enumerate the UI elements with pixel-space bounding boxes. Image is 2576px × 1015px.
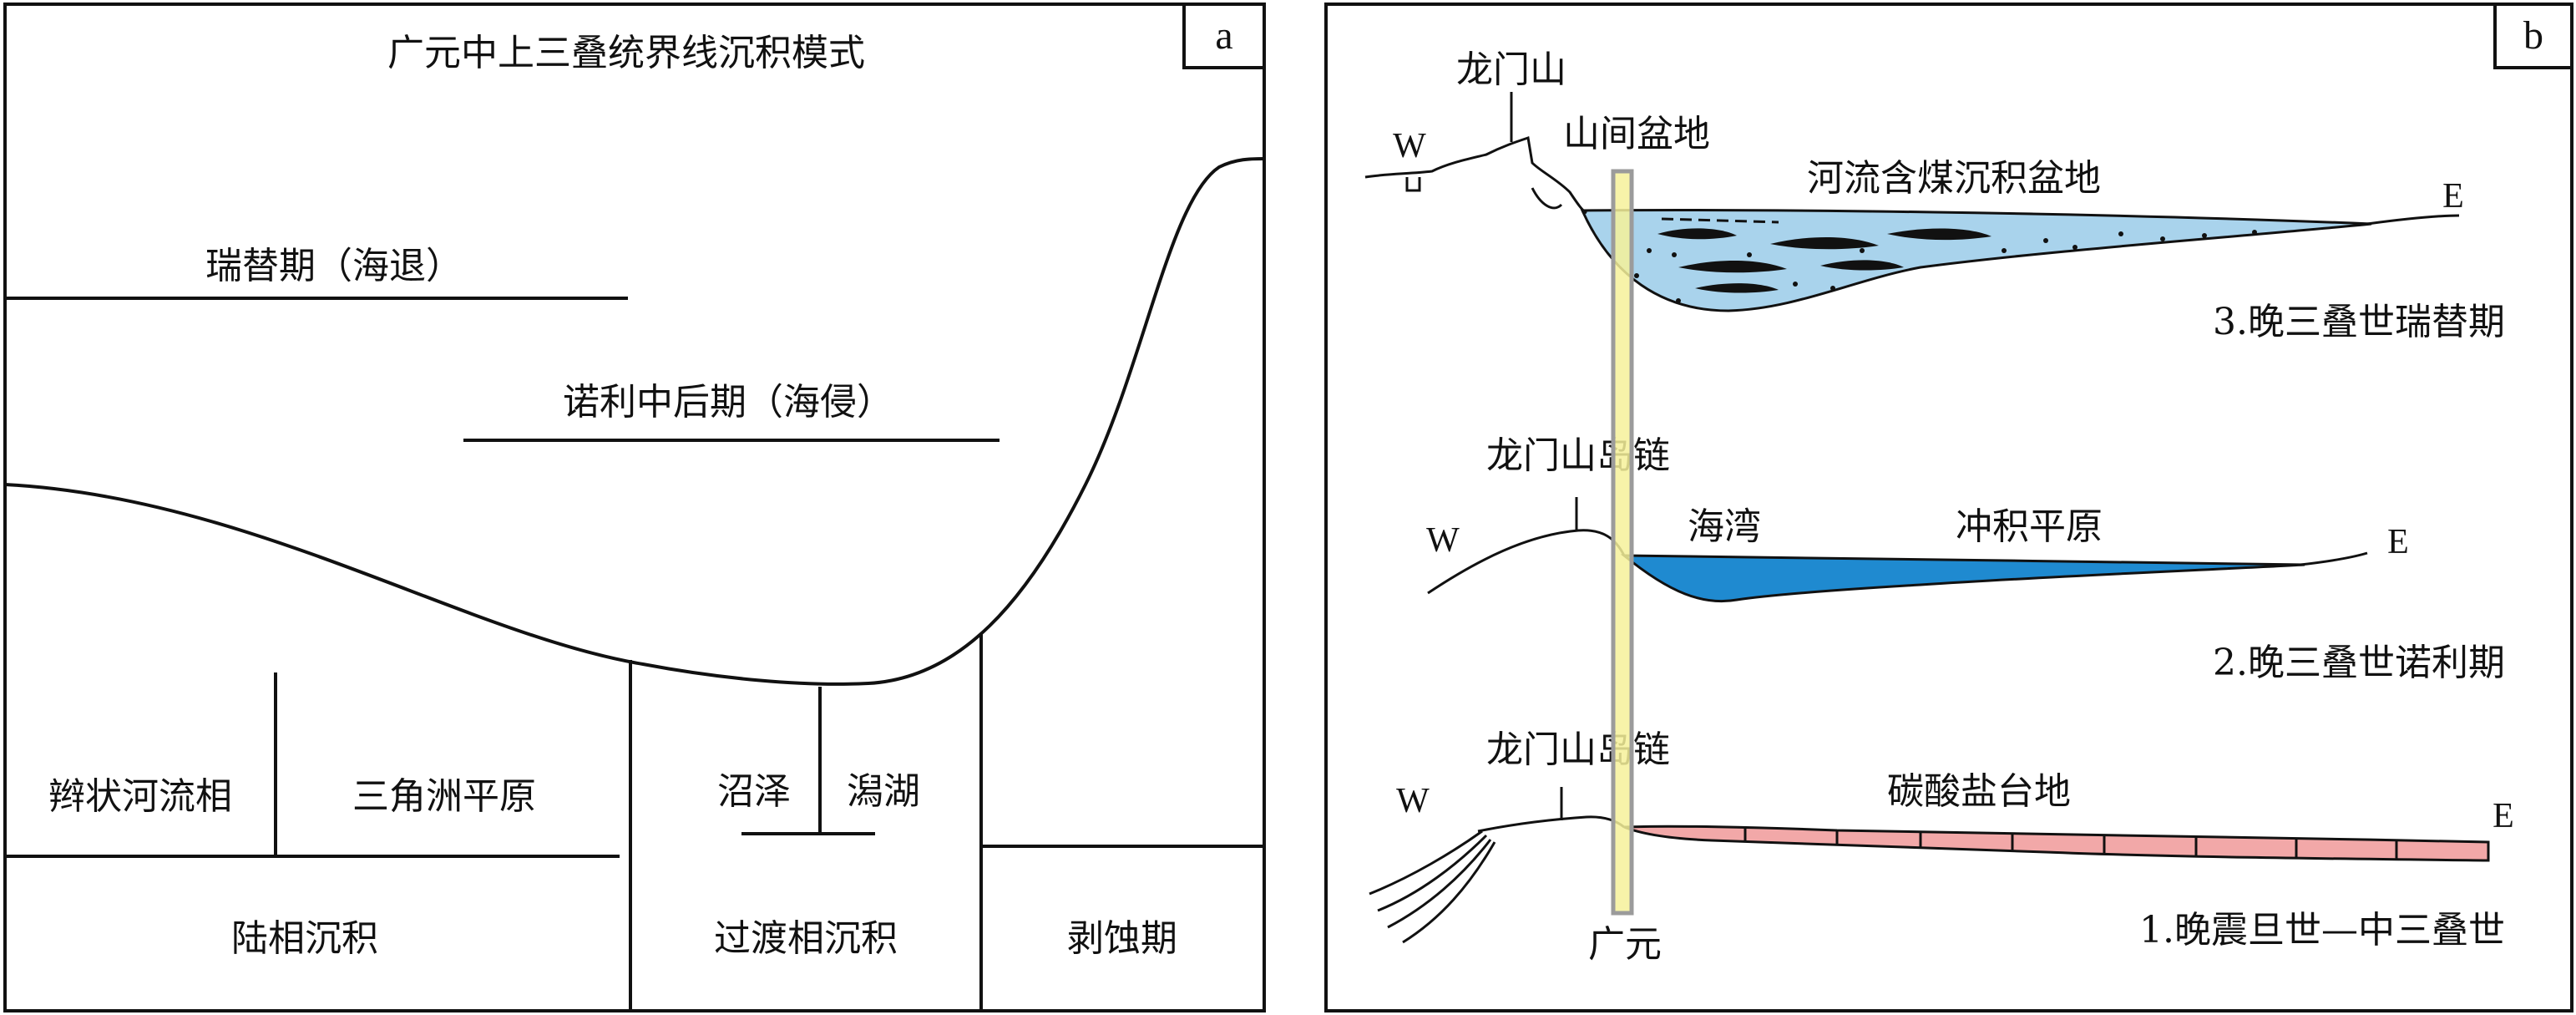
east-surface [2366,214,2460,226]
sea-level-curve [4,157,1265,686]
panel-a-title: 广元中上三叠统界线沉积模式 [387,32,865,74]
panel-a-tag: a [1215,13,1232,58]
coal-lens [1770,236,1879,250]
coal-lens [1695,283,1779,293]
section3-west: W [1393,127,1426,165]
facies-braided-river: 辫状河流相 [48,775,232,818]
section1-platform-label: 碳酸盐台地 [1887,770,2071,813]
panel-b-tag-box [2493,3,2573,69]
sand-dots [1634,230,2257,303]
platform-block-lines [1743,827,2398,859]
group-transitional: 过渡相沉积 [714,917,898,960]
section2-east: E [2387,523,2409,561]
section3-basin-label: 河流含煤沉积盆地 [1807,157,2101,200]
panel-a-tag-box [1182,3,1266,69]
section1-caption: 1.晚震旦世—中三叠世 [2139,909,2505,952]
coal-lens [1678,260,1787,273]
section-1: 龙门山岛链 碳酸盐台地 W E 1.晚震旦世—中三叠世 [1369,728,2514,952]
facies-lagoon: 潟湖 [847,770,920,813]
section3-intermontane-label: 山间盆地 [1563,113,1710,155]
section1-mountain-label: 龙门山岛链 [1486,728,1670,771]
guangyuan-label: 广元 [1588,923,1662,966]
section3-caption: 3.晚三叠世瑞替期 [2213,301,2505,343]
stage-middle-label: 诺利中后期（海侵） [563,381,893,424]
facies-delta-plain: 三角洲平原 [352,775,536,818]
section3-mountain-label: 龙门山 [1456,48,1566,91]
intermontane-mark [1531,187,1563,210]
coal-lens [1820,260,1904,271]
panel-a-frame [3,3,1266,1012]
coal-basin-fill [1580,209,2372,312]
stage-upper-label: 瑞替期（海退） [205,245,463,287]
panel-a: a 广元中上三叠统界线沉积模式 瑞替期（海退） 诺利中后期（海侵） 辫状河流相 … [3,3,1266,1012]
group-continental: 陆相沉积 [231,917,378,960]
section1-west: W [1396,782,1430,820]
longmen-mountain-profile [1364,136,1587,215]
panel-b: b 龙门山 山间盆地 [1324,3,2573,1012]
east-surface [2300,551,2368,566]
section-3: 龙门山 山间盆地 河流含煤沉积盆地 W E 3.晚三叠世瑞替期 [1364,48,2505,343]
coal-lens [1887,228,1991,241]
section2-caption: 2.晚三叠世诺利期 [2213,642,2505,684]
bay-fill [1620,554,2305,603]
dashed-bedding [1661,217,1779,224]
group-erosion: 剥蚀期 [1067,917,1177,960]
mountain-base-mark [1405,177,1421,192]
carbonate-platform-fill [1623,825,2490,862]
section2-plain-label: 冲积平原 [1956,505,2103,548]
panel-b-tag: b [2523,13,2543,58]
section1-east: E [2492,797,2514,835]
guangyuan-marker [1611,169,1634,916]
panel-b-frame [1324,3,2573,1012]
section2-mountain-label: 龙门山岛链 [1486,434,1670,477]
facies-swamp: 沼泽 [717,770,791,813]
section-2: 龙门山岛链 海湾 冲积平原 W E 2.晚三叠世诺利期 [1426,434,2505,684]
coal-lens [1657,228,1737,240]
bedrock-strata [1369,830,1496,944]
section3-east: E [2442,177,2464,216]
section2-west: W [1426,521,1460,560]
island-chain-profile [1477,815,1625,833]
section2-bay-label: 海湾 [1688,505,1761,548]
